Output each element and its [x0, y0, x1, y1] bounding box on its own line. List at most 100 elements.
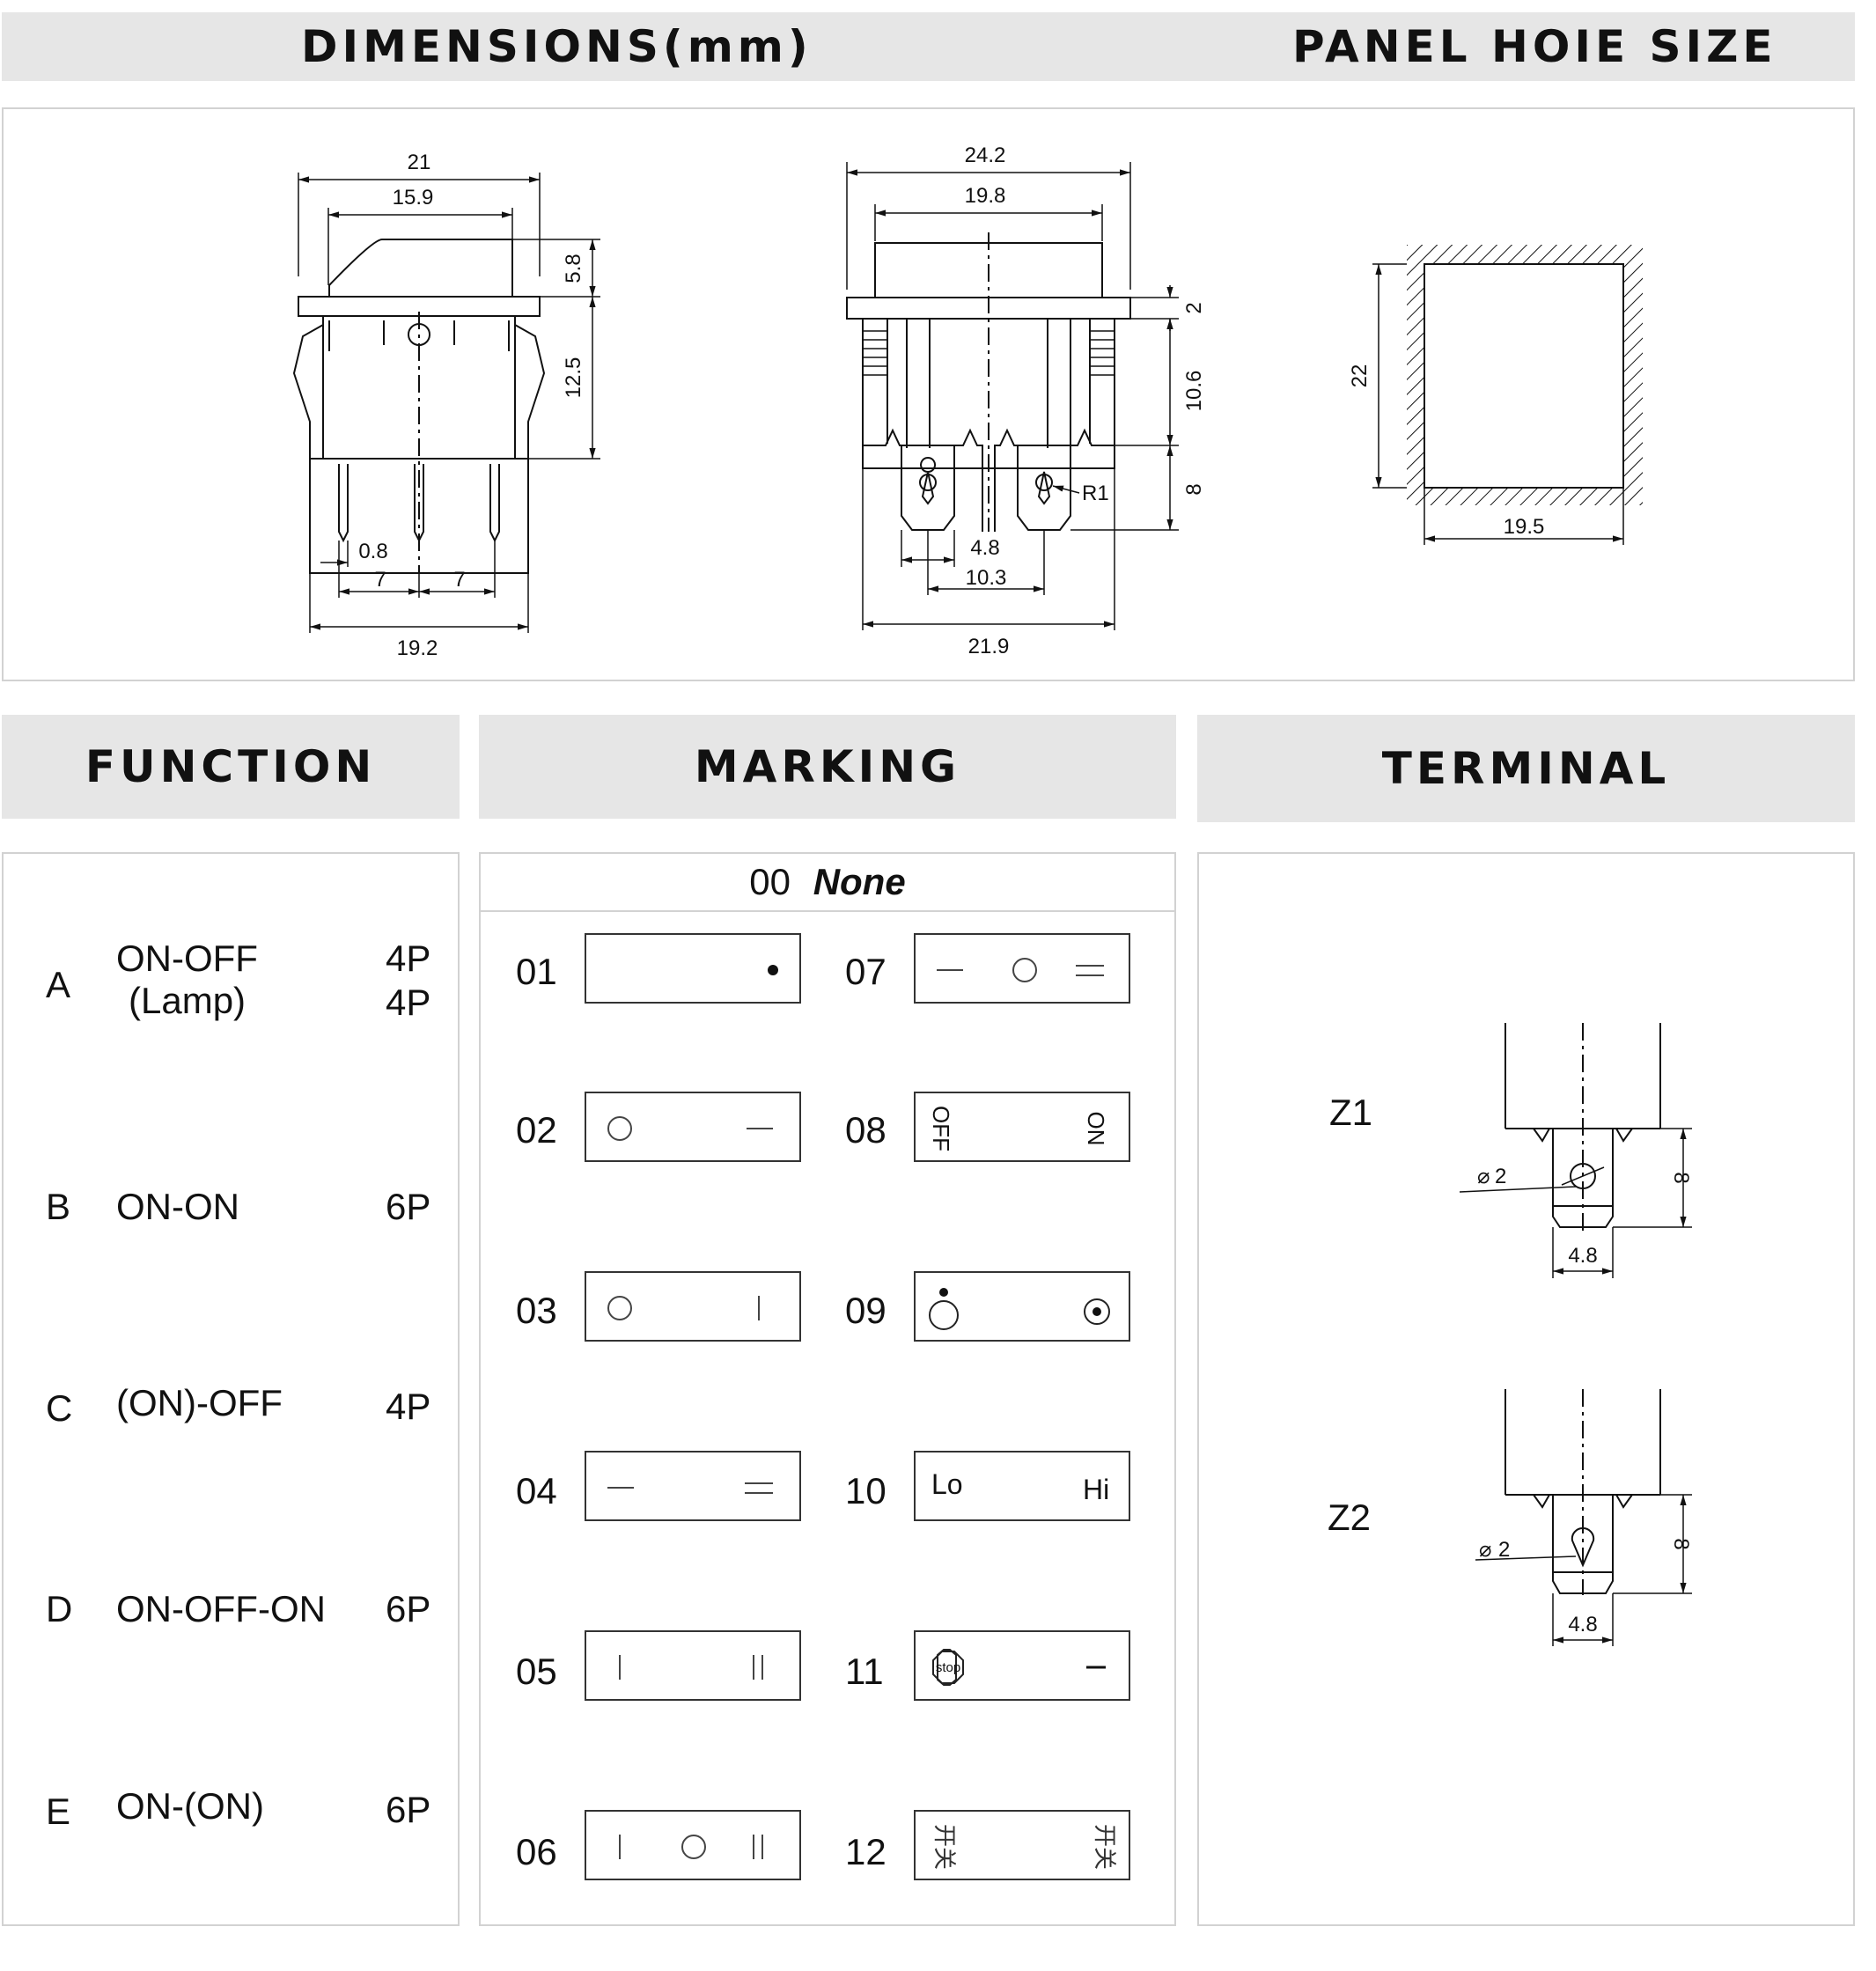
- marking-box-01: [585, 933, 801, 1004]
- dim-10-3: 10.3: [966, 566, 1007, 590]
- marking-code-05: 05: [516, 1651, 557, 1692]
- marking-chinese-right: 开关: [1092, 1824, 1118, 1870]
- dim-10-6: 10.6: [1182, 371, 1206, 412]
- marking-symbol-off-on: OFF ON: [928, 1106, 1109, 1151]
- marking-code-08: 08: [845, 1109, 887, 1151]
- dim-21: 21: [408, 151, 431, 174]
- z1-diameter-symbol: ⌀: [1477, 1165, 1490, 1188]
- function-name-d: ON-OFF-ON: [116, 1588, 326, 1629]
- marking-none-label: None: [813, 861, 906, 902]
- marking-symbol-dash-circle-doubledash: [937, 958, 1104, 982]
- marking-hi-label: Hi: [1083, 1474, 1110, 1505]
- z1-width-value: 4.8: [1568, 1244, 1597, 1268]
- marking-box-05: [585, 1630, 801, 1701]
- terminal-panel: Z1 Z2 ⌀ 2 8: [1197, 852, 1855, 1926]
- function-name-b: ON-ON: [116, 1186, 239, 1227]
- function-name-e: ON-(ON): [116, 1785, 264, 1827]
- panel-hole-title: PANEL HOIE SIZE: [1292, 21, 1777, 72]
- z2-diameter-value: 2: [1498, 1538, 1510, 1562]
- terminal-z2-drawing: [1475, 1389, 1692, 1646]
- function-letter-e: E: [46, 1791, 71, 1832]
- terminal-header-bar: TERMINAL: [1197, 715, 1855, 822]
- marking-title: MARKING: [694, 741, 961, 792]
- function-pins-d: 6P: [386, 1588, 431, 1629]
- marking-box-03: [585, 1271, 801, 1342]
- dim-21-9: 21.9: [968, 635, 1010, 658]
- marking-on-label: ON: [1083, 1112, 1109, 1146]
- function-pins-e: 6P: [386, 1789, 431, 1830]
- function-letter-b: B: [46, 1186, 71, 1227]
- marking-code-02: 02: [516, 1109, 557, 1151]
- terminal-code-z2: Z2: [1328, 1497, 1372, 1538]
- marking-code-04: 04: [516, 1470, 557, 1511]
- dim-5-8: 5.8: [562, 254, 585, 283]
- marking-lo-label: Lo: [931, 1468, 963, 1500]
- terminal-z1-drawing: [1459, 1023, 1692, 1278]
- dimension-drawings: 21 15.9 5.8 12.5 0.8 7 7 19.2: [292, 143, 1643, 660]
- marking-box-07: [914, 933, 1130, 1004]
- z1-length-value: 8: [1669, 1172, 1693, 1183]
- function-letter-a: A: [46, 964, 71, 1005]
- marking-box-06: [585, 1810, 801, 1880]
- dimensions-panel: 21 15.9 5.8 12.5 0.8 7 7 19.2: [2, 107, 1855, 681]
- marking-symbol-lamp-circle-dot: [929, 1288, 1110, 1330]
- dim-19-2: 19.2: [397, 636, 438, 660]
- dimensions-title: DIMENSIONS(mm): [301, 21, 813, 72]
- marking-code-09: 09: [845, 1290, 887, 1331]
- marking-symbol-stop-dash: stop: [932, 1649, 1106, 1686]
- marking-stop-label: stop: [936, 1660, 960, 1675]
- marking-box-02: [585, 1092, 801, 1162]
- panel-hole-view: [1372, 245, 1643, 545]
- marking-symbol-dot: [768, 965, 778, 975]
- marking-box-08: OFF ON: [914, 1092, 1130, 1162]
- marking-symbol-chinese: 开关 开关: [931, 1824, 1118, 1870]
- function-letter-c: C: [46, 1387, 73, 1429]
- terminal-title: TERMINAL: [1381, 743, 1671, 794]
- marking-box-09: [914, 1271, 1130, 1342]
- dim-0-8: 0.8: [358, 540, 387, 563]
- function-pins-a: 4P: [386, 938, 431, 979]
- function-subname-a: (Lamp): [129, 980, 246, 1021]
- marking-box-12: 开关 开关: [914, 1810, 1130, 1880]
- function-pins-c: 4P: [386, 1386, 431, 1427]
- marking-symbol-bar-circle-doublebar: [619, 1835, 763, 1859]
- z2-width-value: 4.8: [1568, 1613, 1597, 1636]
- function-letter-d: D: [46, 1588, 73, 1629]
- marking-box-10: Lo Hi: [914, 1451, 1130, 1521]
- dim-7-left: 7: [374, 568, 386, 592]
- marking-symbol-circle-bar: [607, 1296, 760, 1320]
- marking-chinese-left: 开关: [931, 1824, 958, 1870]
- function-name-c: (ON)-OFF: [116, 1382, 283, 1423]
- dim-2: 2: [1182, 302, 1206, 313]
- marking-none-row: 00 None: [481, 854, 1174, 912]
- marking-panel: 00 None 01 02 03 04 05 06 07 08 09 10 11…: [479, 852, 1176, 1926]
- terminal-drawings: ⌀ 2 8 4.8 ⌀ 2 8 4.8: [1459, 1023, 1693, 1646]
- z2-diameter-symbol: ⌀: [1479, 1538, 1491, 1562]
- function-name-a: ON-OFF: [116, 938, 258, 979]
- dim-8: 8: [1182, 483, 1206, 495]
- dim-4-8: 4.8: [970, 536, 999, 560]
- side-view: [846, 162, 1179, 630]
- marking-code-01: 01: [516, 951, 557, 992]
- dim-22: 22: [1348, 364, 1372, 388]
- marking-box-11: stop: [914, 1630, 1130, 1701]
- dim-19-5: 19.5: [1504, 515, 1545, 539]
- marking-code-11: 11: [845, 1651, 884, 1692]
- marking-code-07: 07: [845, 951, 887, 992]
- marking-code-10: 10: [845, 1470, 887, 1511]
- marking-none-code: 00: [749, 861, 791, 902]
- marking-symbol-dash-doubledash: [607, 1482, 773, 1494]
- function-title: FUNCTION: [85, 741, 377, 792]
- function-pins-b: 6P: [386, 1186, 431, 1227]
- z2-length-value: 8: [1669, 1538, 1693, 1549]
- marking-symbol-bar-doublebar: [619, 1655, 763, 1680]
- marking-code-06: 06: [516, 1831, 557, 1872]
- dim-15-9: 15.9: [393, 186, 434, 210]
- function-subpins-a: 4P: [386, 982, 431, 1023]
- marking-off-label: OFF: [928, 1106, 954, 1151]
- marking-symbol-circle-dash: [607, 1116, 773, 1141]
- front-view: [292, 173, 600, 633]
- marking-code-12: 12: [845, 1831, 887, 1872]
- dim-r1: R1: [1082, 482, 1109, 505]
- dimensions-header-bar: DIMENSIONS(mm) PANEL HOIE SIZE: [2, 12, 1855, 81]
